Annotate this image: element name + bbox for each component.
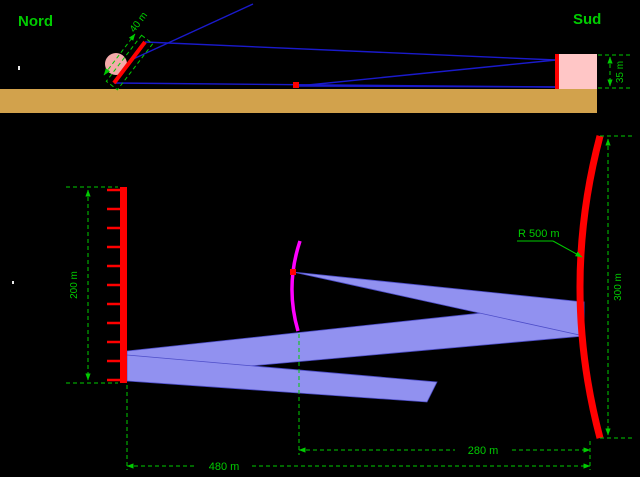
tower-body	[559, 54, 597, 89]
dim-280m-label: 280 m	[468, 445, 499, 457]
dim-480m-label: 480 m	[209, 461, 240, 473]
heliostat-field-bar	[120, 187, 127, 383]
dim-200m-label: 200 m	[69, 271, 80, 299]
radius-leader	[552, 240, 583, 258]
speck-top	[18, 66, 20, 70]
elevation-view: Nord Sud 40 m 35 m	[0, 3, 632, 113]
dim-40m-label: 40 m	[128, 10, 150, 34]
south-label: Sud	[573, 11, 601, 28]
parabola-arc	[576, 135, 604, 439]
ray-heliostat-to-parabola-top	[144, 41, 557, 61]
incoming-sun-ray	[130, 3, 254, 61]
ray-parabola-to-focus-bottom	[297, 85, 557, 88]
focus-target	[293, 82, 299, 88]
speck-bottom	[12, 281, 14, 284]
ground	[0, 89, 597, 113]
radius-label: R 500 m	[518, 228, 560, 240]
plan-view: 200 m R 500 m 300 m 280 m 480 m	[12, 135, 632, 473]
north-label: Nord	[18, 13, 53, 30]
ray-parabola-to-focus-top	[297, 59, 557, 87]
dim-35m-label: 35 m	[615, 61, 626, 83]
plan-focus-point	[290, 269, 296, 275]
tower-mirror-face	[555, 54, 559, 89]
dim-40m-line	[103, 33, 136, 76]
dim-300m-label: 300 m	[613, 273, 624, 301]
heliostat-ticks	[107, 188, 120, 382]
secondary-mirror-arc	[290, 240, 302, 332]
